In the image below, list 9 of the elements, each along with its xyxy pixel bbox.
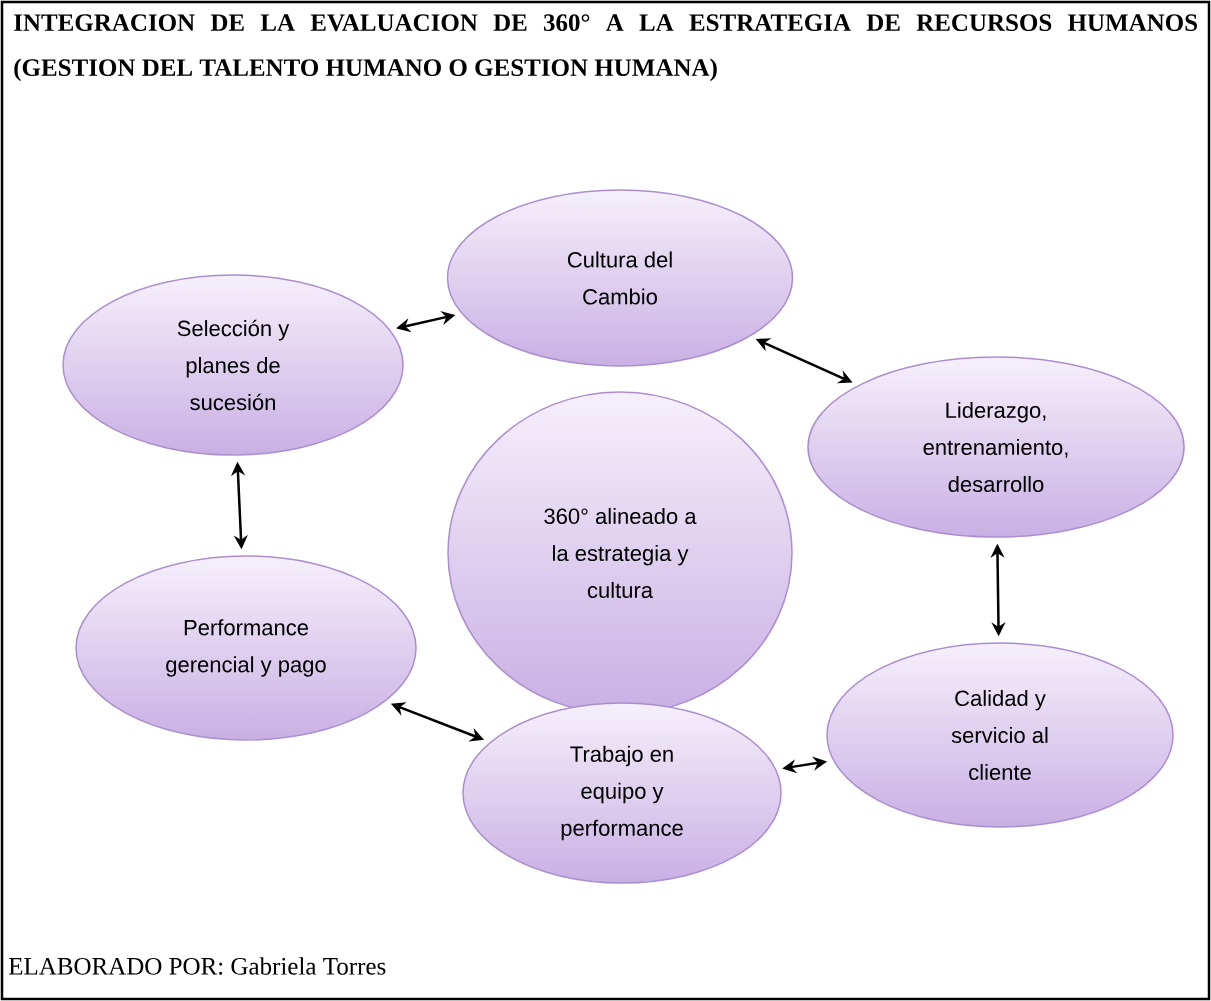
ellipse-node: Trabajo en equipo y performance	[462, 702, 782, 884]
title: INTEGRACION DE LA EVALUACION DE 360° A LA ESTRATEGIA DE RECURSOS HUMANOS (GESTION DEL TALENTO HUMANO O GESTION HUMANA)	[14, 14, 1197, 82]
ellipse-node: Liderazgo, entrenamiento, desarrollo	[807, 356, 1185, 538]
ellipse-node: Selección y planes de sucesión	[62, 274, 404, 456]
ellipse-node: Performance gerencial y pago	[75, 555, 417, 741]
author-note: ELABORADO POR: Gabriela Torres	[8, 957, 386, 975]
ellipse-node: Cultura del Cambio	[446, 189, 794, 367]
circle-node: 360° alineado a la estrategia y cultura	[447, 391, 793, 715]
ellipse-node: Calidad y servicio al cliente	[826, 642, 1174, 828]
